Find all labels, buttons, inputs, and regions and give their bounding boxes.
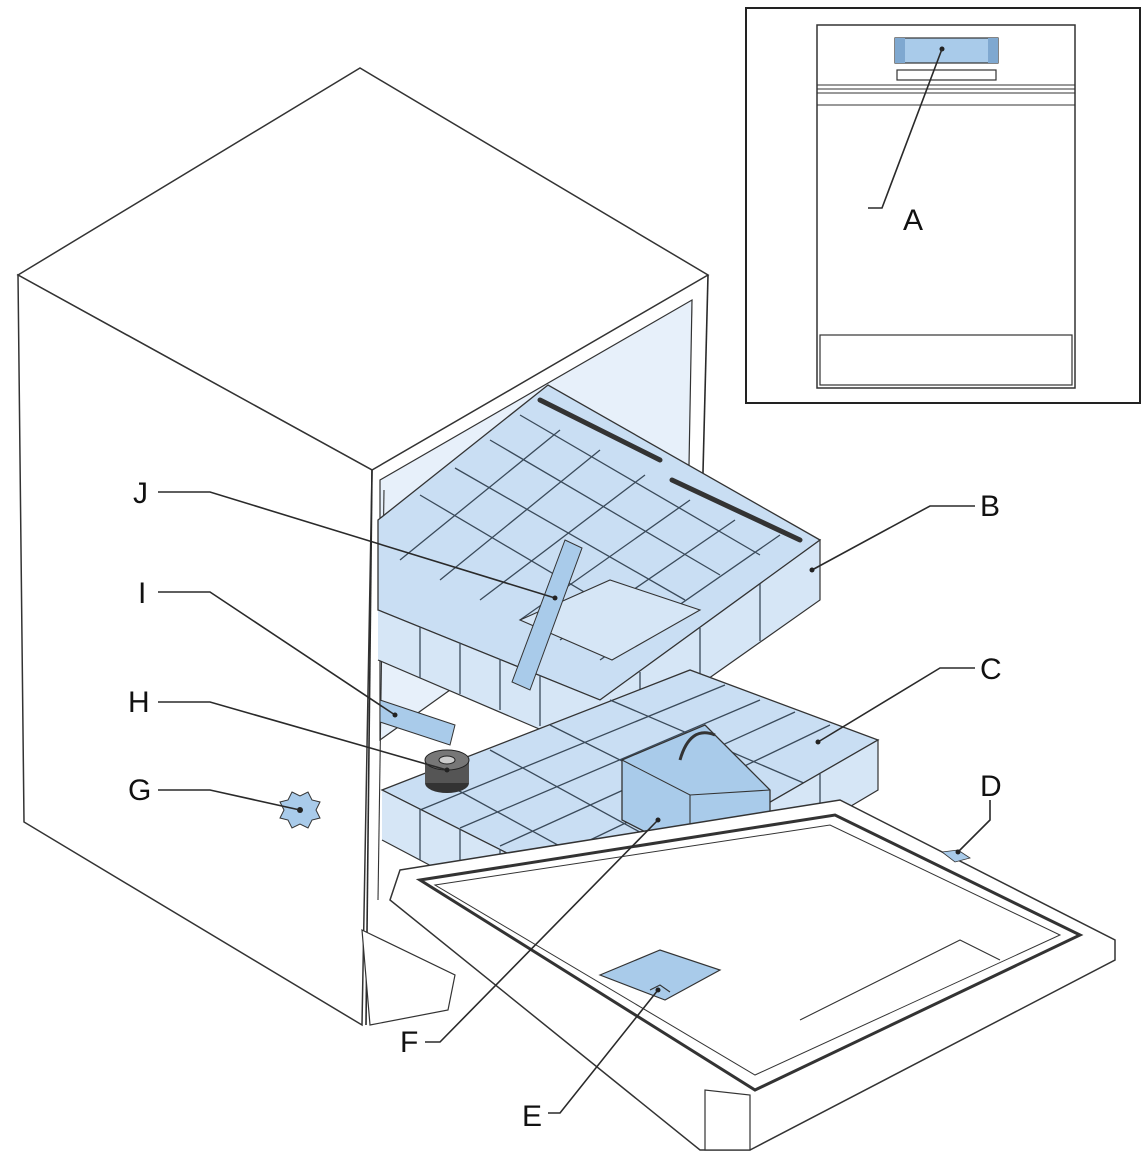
detergent-dispenser (598, 949, 722, 1001)
label-C: C (980, 653, 1002, 686)
label-E: E (522, 1100, 542, 1133)
label-H: H (128, 686, 150, 719)
label-I: I (138, 577, 146, 610)
inset-door-view (745, 7, 1141, 404)
upper-spray-arm (511, 539, 583, 691)
leader-lines (158, 491, 991, 1114)
label-G: G (128, 774, 151, 807)
upper-basket (377, 384, 822, 756)
label-B: B (980, 490, 1000, 523)
rinse-aid-indicator (940, 849, 971, 863)
label-D: D (980, 770, 1002, 803)
lower-spray-arm (379, 699, 456, 746)
label-F: F (400, 1026, 418, 1059)
label-J: J (133, 477, 148, 510)
label-A: A (903, 204, 923, 237)
control-panel-display (894, 37, 999, 64)
